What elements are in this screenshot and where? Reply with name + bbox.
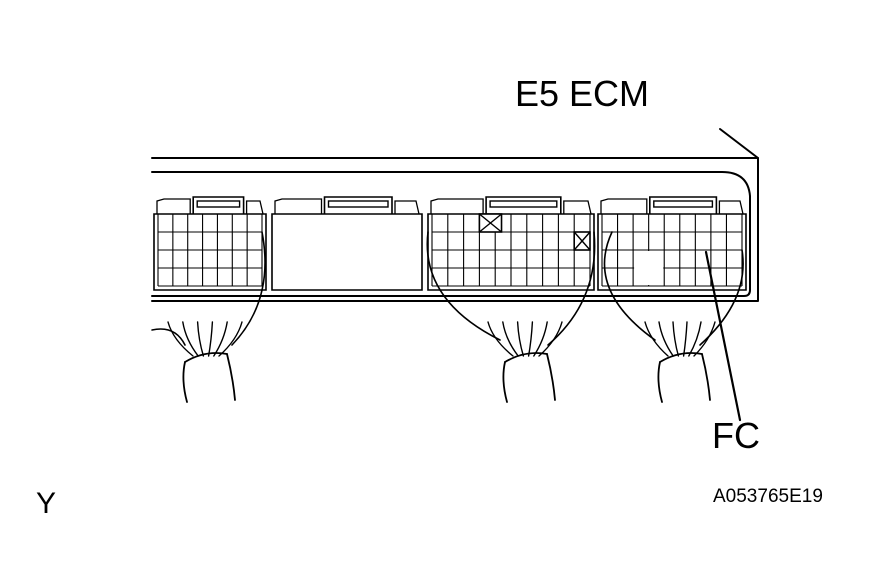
wire-harness-2 — [426, 231, 596, 403]
harness-wire — [167, 321, 194, 357]
connector-top-block — [600, 198, 648, 214]
connector-body — [271, 213, 423, 291]
connector-group — [153, 196, 747, 291]
connector-1 — [153, 196, 267, 291]
harness-wire — [207, 321, 214, 357]
connector-latch-slot — [489, 200, 558, 208]
connector-body — [597, 213, 747, 291]
harness-tube-edge — [502, 361, 508, 403]
connector-top-block — [718, 200, 744, 215]
harness-outline — [151, 328, 186, 346]
connector-body — [153, 213, 267, 291]
connector-latch — [649, 196, 718, 214]
wire-harness-group — [151, 231, 744, 403]
harness-outline — [547, 231, 596, 346]
connector-top-block — [563, 200, 592, 215]
connector-latch — [485, 196, 562, 214]
harness-tube-edge — [182, 361, 188, 403]
connector-latch-slot — [196, 200, 241, 208]
connector-top-block — [274, 198, 323, 214]
connector-2 — [271, 196, 423, 291]
connector-3 — [427, 196, 595, 291]
harness-wire — [688, 321, 702, 357]
harness-wire — [672, 321, 680, 357]
harness-wire — [487, 321, 514, 357]
harness-outline — [426, 231, 501, 341]
harness-wire — [196, 321, 205, 357]
harness-wire — [516, 321, 525, 357]
harness-outline — [231, 231, 266, 346]
empty-cavity-mark — [573, 231, 591, 251]
terminal-leader-line — [704, 250, 742, 422]
wire-harness-3 — [603, 231, 744, 403]
harness-wire — [182, 321, 199, 357]
wire-harness-1 — [151, 231, 266, 403]
harness-tube-edge — [657, 361, 663, 403]
harness-outline — [603, 231, 656, 341]
connector-top-block — [394, 200, 420, 215]
harness-wire — [527, 321, 534, 357]
harness-tube-top — [184, 352, 228, 363]
harness-tube-top — [504, 352, 548, 363]
connector-top-block — [156, 198, 191, 214]
connector-latch — [192, 196, 245, 214]
component-label: E5 ECM — [515, 73, 649, 114]
harness-wire — [218, 321, 243, 357]
harness-tube-edge — [226, 353, 236, 401]
connector-latch — [323, 196, 393, 214]
unused-region — [634, 251, 664, 285]
harness-wire — [533, 321, 548, 357]
empty-cavity-mark — [478, 213, 502, 233]
connector-top-block — [430, 198, 484, 214]
connector-latch-slot — [653, 200, 714, 208]
figure-id-label: A053765E19 — [713, 486, 823, 507]
connector-latch-slot — [327, 200, 389, 208]
harness-wire — [213, 321, 228, 357]
harness-wire — [693, 321, 716, 357]
harness-wire — [502, 321, 519, 357]
harness-tube-top — [659, 352, 703, 363]
harness-wire — [682, 321, 688, 357]
harness-tube-edge — [701, 353, 711, 401]
harness-wire — [658, 321, 674, 357]
terminal-label: FC — [712, 415, 760, 456]
view-code-label: Y — [36, 487, 56, 520]
harness-outline — [699, 249, 744, 346]
connector-top-block — [245, 200, 264, 215]
ecm-housing — [151, 128, 759, 302]
connector-4 — [597, 196, 747, 291]
harness-tube-edge — [546, 353, 556, 401]
